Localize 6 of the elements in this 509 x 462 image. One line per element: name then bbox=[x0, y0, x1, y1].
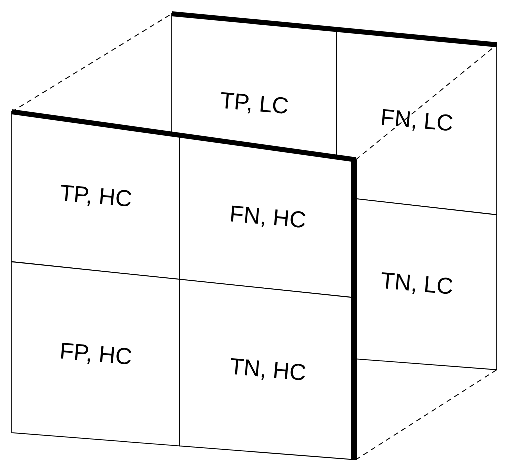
node-label: FN, LC bbox=[382, 109, 453, 131]
matrix-cell: FP, HC bbox=[12, 262, 180, 447]
node-label: TN, HC bbox=[230, 358, 306, 380]
matrix-cell: FN, HC bbox=[180, 134, 356, 298]
node-label: TN, LC bbox=[382, 272, 453, 294]
matrix-cell: TN, HC bbox=[180, 279, 356, 460]
